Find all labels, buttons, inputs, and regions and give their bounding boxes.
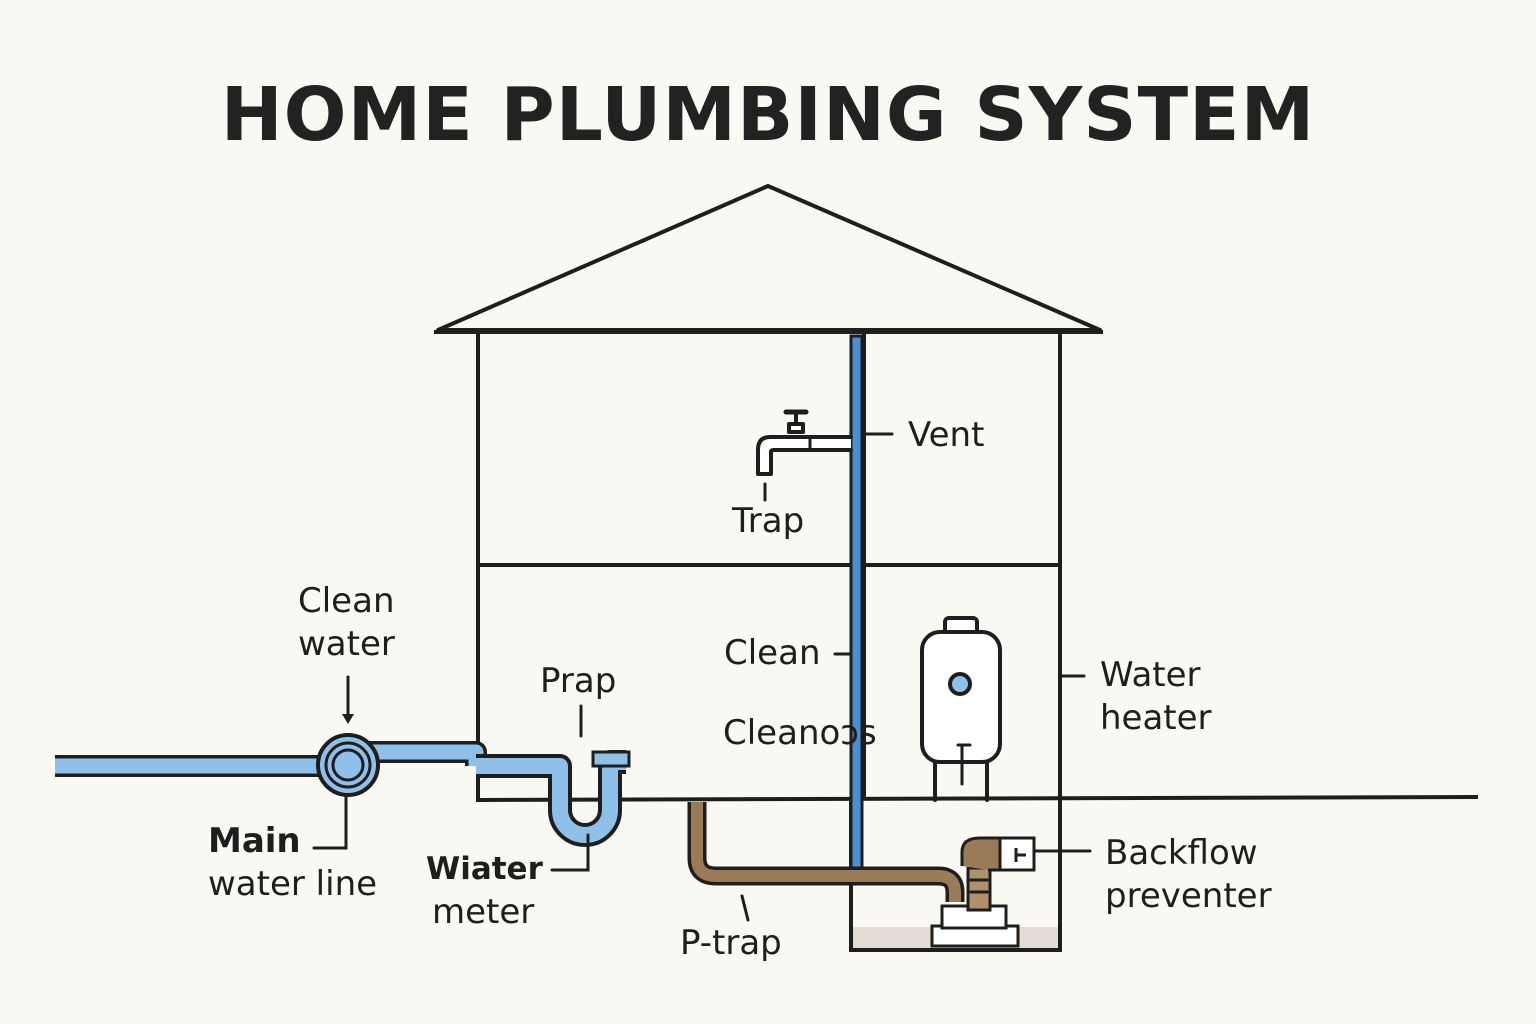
house-roof <box>436 184 1102 332</box>
label-main-water-line: Main water line <box>208 820 377 906</box>
label-clean-water-line1: Clean <box>298 581 395 621</box>
main-water-line-pipe <box>55 741 487 777</box>
label-cleanouts: Cleanoↄs <box>723 713 877 753</box>
water-heater-icon <box>920 616 1002 802</box>
label-water-heater-line2: heater <box>1100 698 1212 738</box>
backflow-preventer-icon <box>930 836 1036 948</box>
diagram-title: HOME PLUMBING SYSTEM <box>220 72 1316 158</box>
water-meter-icon <box>316 733 380 797</box>
label-p-trap: P-trap <box>680 923 782 963</box>
label-prap: Prap <box>540 661 617 701</box>
label-main-water-line-line2: water line <box>208 864 378 904</box>
label-water-meter-line1: Wiater <box>426 851 543 887</box>
faucet-icon <box>756 409 853 476</box>
label-clean-water: Clean water <box>298 580 395 666</box>
label-trap: Trap <box>732 501 805 541</box>
label-water-heater-line1: Water <box>1100 655 1201 695</box>
drain-pipe <box>687 802 965 902</box>
supply-pipe-trap <box>476 750 631 847</box>
label-backflow-preventer: Backflow preventer <box>1105 832 1272 918</box>
label-water-heater: Water heater <box>1100 654 1212 740</box>
leader-lines <box>312 432 1092 922</box>
vent-stack-pipe <box>849 334 864 874</box>
ground-line <box>477 795 1479 802</box>
label-backflow-preventer-line1: Backflow <box>1105 833 1258 873</box>
label-backflow-preventer-line2: preventer <box>1105 876 1272 916</box>
label-vent: Vent <box>908 415 985 455</box>
label-main-water-line-line1: Main <box>208 821 301 861</box>
label-clean-water-line2: water <box>298 624 395 664</box>
label-water-meter-line2: meter <box>432 892 535 932</box>
label-water-meter: Wiater meter <box>426 848 543 934</box>
label-clean: Clean <box>724 633 821 673</box>
